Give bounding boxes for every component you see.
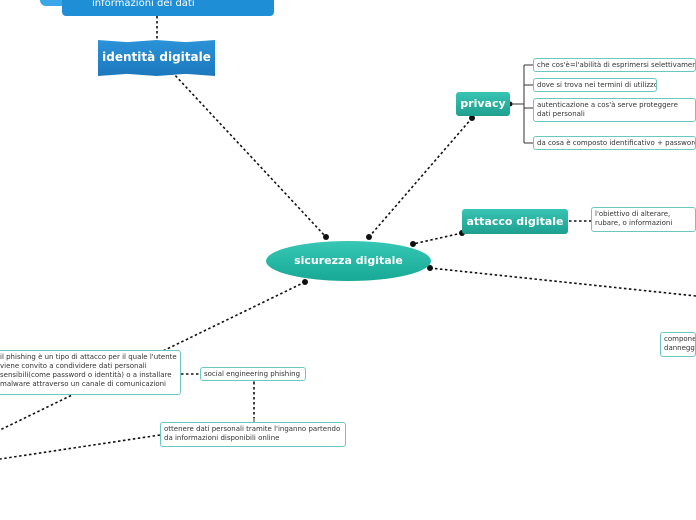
privacy-item-autenticazione[interactable]: autenticazione a cos'à serve proteggere … — [533, 98, 696, 122]
node-privacy[interactable]: privacy — [456, 92, 510, 116]
social-engineering-phishing[interactable]: social engineering phishing — [200, 367, 306, 381]
node-attacco-digitale[interactable]: attacco digitale — [462, 209, 568, 234]
privacy-item-composizione[interactable]: da cosa è composto identificativo + pass… — [533, 136, 696, 150]
privacy-item-definizione[interactable]: che cos'è=l'abilità di esprimersi selett… — [533, 58, 696, 72]
node-sicurezza-digitale[interactable]: sicurezza digitale — [266, 241, 431, 281]
privacy-item-dove[interactable]: dove si trova nei termini di utilizzo — [533, 78, 657, 92]
attacco-item-obiettivo[interactable]: l'obiettivo di alterare, rubare, o infor… — [591, 207, 696, 232]
right-item-componenti[interactable]: compone dannegg — [660, 332, 696, 357]
node-identita-digitale[interactable]: identità digitale — [98, 40, 215, 76]
phishing-detail[interactable]: ottenere dati personali tramite l'ingann… — [160, 422, 346, 447]
phishing-definition[interactable]: il phishing è un tipo di attacco per il … — [0, 350, 181, 395]
top-node-informazioni[interactable]: informazioni dei dati — [62, 0, 274, 16]
